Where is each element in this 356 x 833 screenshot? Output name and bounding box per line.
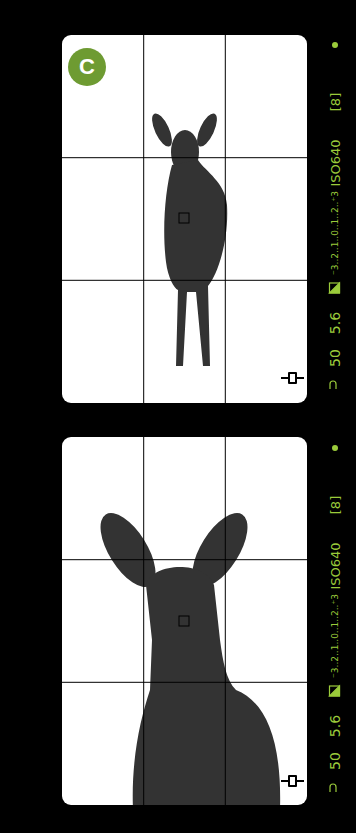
- focus-confirm-dot: [332, 445, 338, 451]
- deer-full: [148, 111, 227, 366]
- aperture-value: 5.6: [328, 715, 342, 737]
- iso-value: ISO640: [329, 542, 342, 589]
- viewfinder-frame: [62, 35, 307, 403]
- exposure-scale: ⁻3..2..1..0..1..2..⁺3: [331, 191, 340, 275]
- exposure-scale: ⁻3..2..1..0..1..2..⁺3: [331, 594, 340, 678]
- focal-length: 50: [328, 752, 342, 770]
- burst-count: [8]: [329, 93, 342, 111]
- panel-badge: C: [68, 48, 106, 86]
- deer-closeup: [90, 504, 281, 805]
- focus-confirm-dot: [332, 42, 338, 48]
- aperture-value: 5.6: [328, 312, 342, 334]
- burst-count: [8]: [329, 496, 342, 514]
- grid-lines: [62, 35, 307, 403]
- af-icon: [281, 775, 304, 787]
- af-icon: [281, 372, 304, 384]
- iso-value: ISO640: [329, 139, 342, 186]
- badge-letter: C: [79, 56, 95, 78]
- focus-point: [179, 616, 189, 626]
- focus-point: [179, 213, 189, 223]
- focal-length: 50: [328, 349, 342, 367]
- grid-lines: [62, 437, 307, 805]
